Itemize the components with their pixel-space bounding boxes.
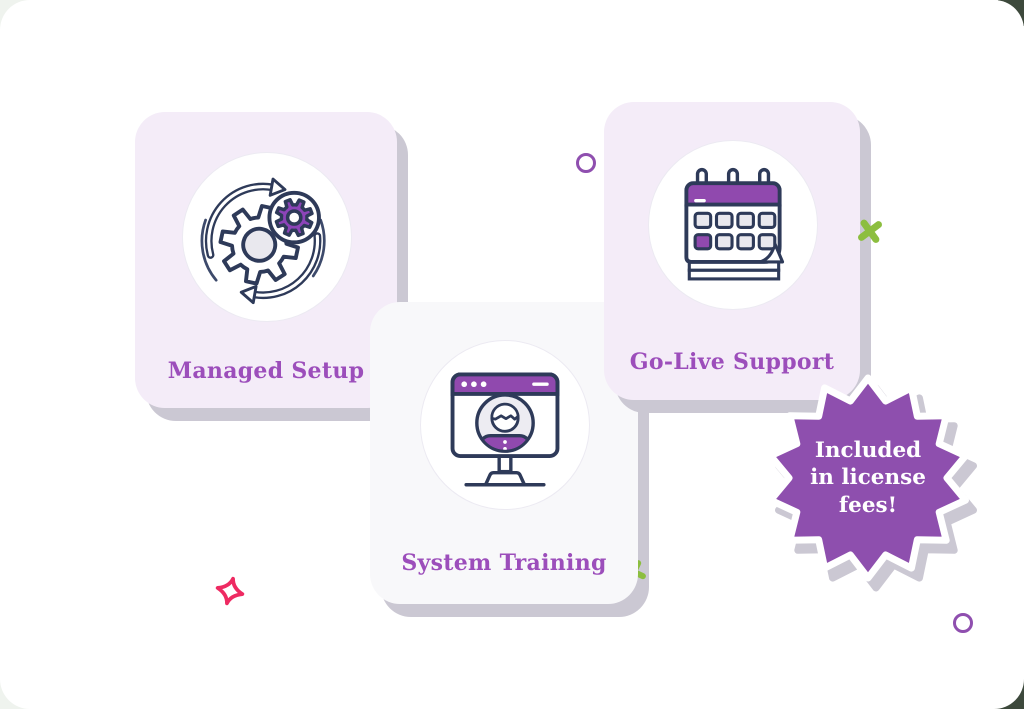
badge-line: in license [810,465,926,491]
card-title-go-live-support: Go-Live Support [629,349,835,375]
badge-line: Included [814,438,922,464]
card-title-system-training: System Training [401,550,607,576]
card-go-live-support: Go-Live Support [604,102,860,400]
card-title-managed-setup: Managed Setup [167,358,365,384]
included-in-license-fees-badge: Included in license fees! [758,368,978,588]
card-system-training: System Training [370,302,638,604]
icon-circle [420,340,590,510]
starburst-icon [767,374,969,582]
training-monitor-icon [450,372,560,487]
sync-gear-icon [200,177,326,305]
circle-outline-decoration-top [576,153,596,173]
green-cross-decoration-right [857,219,883,243]
badge-text: Included in license fees! [758,368,978,588]
icon-circle [648,140,818,310]
card-managed-setup: Managed Setup [135,112,397,408]
pink-sparkle-decoration [215,576,245,606]
icon-circle [182,152,352,322]
calendar-icon [684,167,785,281]
circle-outline-decoration-bottom [953,613,973,633]
badge-line: fees! [838,492,898,518]
